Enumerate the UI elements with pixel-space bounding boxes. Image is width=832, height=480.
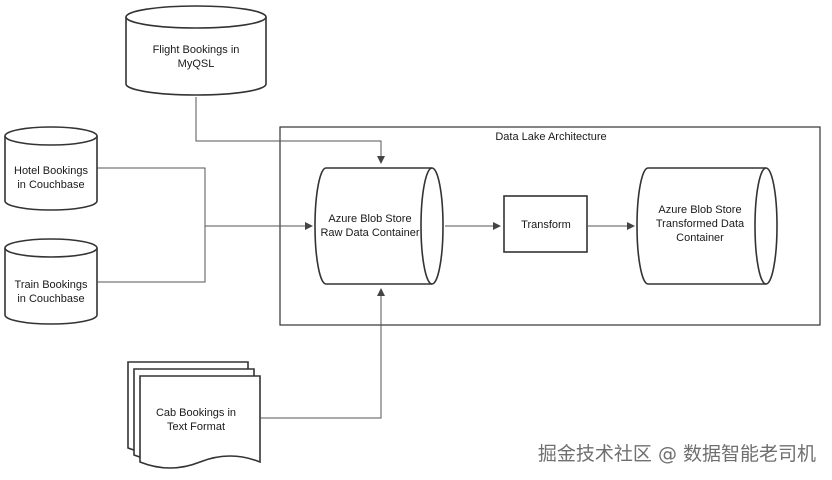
transformed-store-label-3: Container bbox=[676, 232, 724, 244]
hotel-to-raw-connector bbox=[97, 167, 206, 226]
transformed-store-label-1: Azure Blob Store bbox=[658, 204, 741, 216]
hotel-bookings-db: Hotel Bookings in Couchbase bbox=[4, 126, 98, 211]
train-bookings-label-1: Train Bookings bbox=[15, 279, 88, 291]
flight-to-raw-connector bbox=[195, 97, 385, 164]
transformed-store-label-2: Transformed Data bbox=[656, 218, 745, 230]
train-to-raw-connector bbox=[97, 226, 206, 283]
train-bookings-label-2: in Couchbase bbox=[17, 293, 84, 305]
raw-store-label-1: Azure Blob Store bbox=[328, 213, 411, 225]
flight-bookings-db: Flight Bookings in MyQSL bbox=[125, 5, 267, 96]
flight-bookings-label-1: Flight Bookings in bbox=[153, 44, 240, 56]
transformed-data-container-store: Azure Blob Store Transformed Data Contai… bbox=[636, 167, 778, 285]
transform-label: Transform bbox=[521, 219, 571, 231]
hotel-bookings-label-2: in Couchbase bbox=[17, 179, 84, 191]
raw-store-label-2: Raw Data Container bbox=[320, 227, 419, 239]
hotel-bookings-label-1: Hotel Bookings bbox=[14, 165, 88, 177]
cab-to-raw-connector bbox=[260, 288, 385, 419]
flight-bookings-label-2: MyQSL bbox=[178, 58, 215, 70]
cab-bookings-documents: Cab Bookings in Text Format bbox=[127, 361, 261, 469]
cab-bookings-label-2: Text Format bbox=[167, 421, 225, 433]
transform-step: Transform bbox=[503, 195, 588, 253]
raw-data-container-store: Azure Blob Store Raw Data Container bbox=[314, 167, 444, 285]
cab-bookings-label-1: Cab Bookings in bbox=[156, 407, 236, 419]
watermark-text: 掘金技术社区 @ 数据智能老司机 bbox=[538, 443, 816, 465]
train-bookings-db: Train Bookings in Couchbase bbox=[4, 238, 98, 325]
data-lake-title: Data Lake Architecture bbox=[495, 131, 606, 143]
